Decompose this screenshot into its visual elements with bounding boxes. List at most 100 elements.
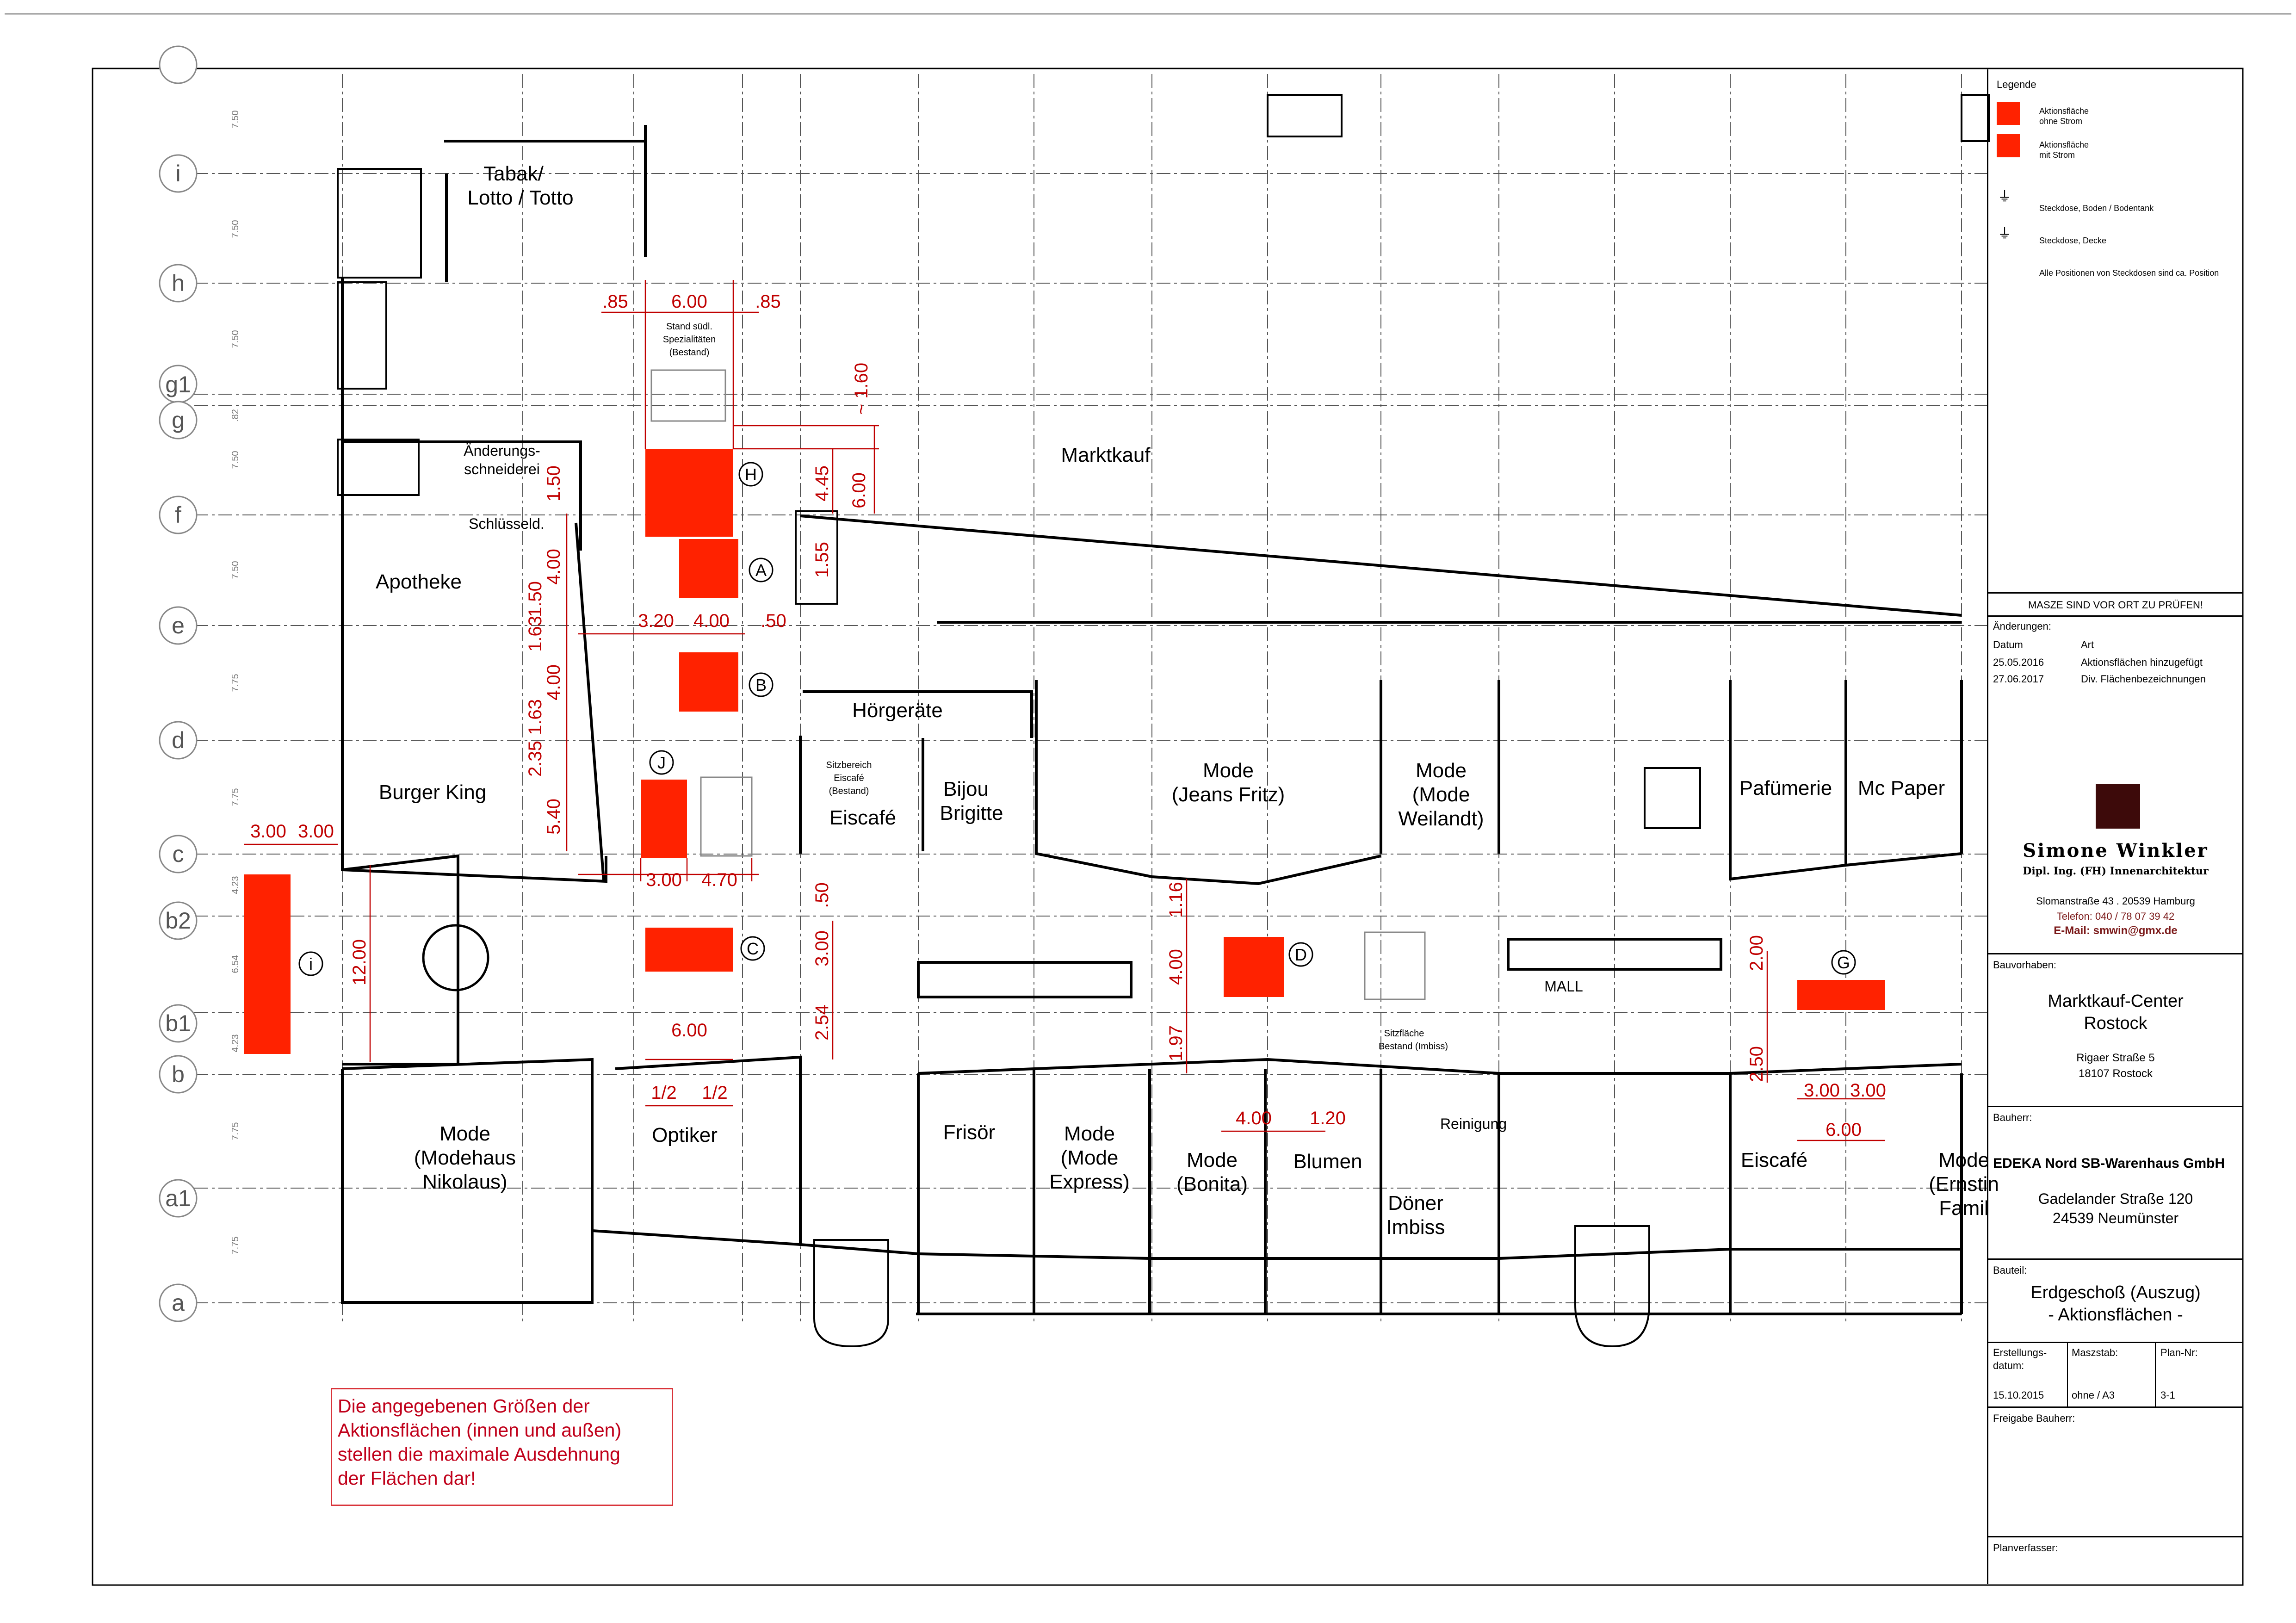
shop-label: Tabak/	[483, 162, 544, 185]
shop-label: (Bonita)	[1176, 1173, 1248, 1196]
action-areas	[244, 449, 1885, 1054]
project-name: Marktkauf-Center	[2048, 991, 2184, 1011]
client-label: Bauherr:	[1993, 1112, 2032, 1123]
legend-text: ohne Strom	[2039, 117, 2083, 126]
change-type: Aktionsflächen hinzugefügt	[2081, 657, 2203, 668]
area-marker-label: H	[745, 465, 757, 484]
planner-label: Planverfasser:	[1993, 1542, 2058, 1554]
scale-label: Maszstab:	[2072, 1347, 2118, 1358]
grid-label: h	[172, 270, 185, 296]
annotation: (Bestand)	[829, 786, 869, 796]
legend-swatch	[1997, 102, 2020, 125]
shop-label: Mode	[1938, 1149, 1989, 1171]
existing-stand	[700, 776, 753, 857]
dimension-label: 1.63	[525, 699, 545, 735]
shop-label: Schlüsseld.	[469, 515, 545, 532]
architect-address: Slomanstraße 43 . 20539 Hamburg	[2036, 895, 2195, 907]
entrance-door	[422, 924, 489, 991]
existing-stand	[650, 369, 726, 422]
area-marker-label: A	[755, 561, 767, 580]
area-markers	[298, 462, 1856, 976]
action-area-g	[1797, 980, 1885, 1010]
grid-spacing: 7.75	[230, 1237, 241, 1255]
release-label: Freigabe Bauherr:	[1993, 1412, 2075, 1424]
grid-label: i	[175, 161, 180, 186]
shop-label: Nikolaus)	[422, 1171, 507, 1193]
shop-label: Imbiss	[1386, 1216, 1445, 1239]
grid-labels	[159, 45, 198, 1322]
architect-name: Simone Winkler	[2023, 840, 2209, 861]
dimension-label: 3.00	[1804, 1080, 1840, 1101]
project-name: Rostock	[2084, 1014, 2147, 1033]
grid-label: b2	[165, 908, 191, 934]
note-line: stellen die maximale Ausdehnung	[338, 1443, 620, 1465]
shop-label: Lotto / Totto	[467, 186, 573, 209]
annotation: Sitzfläche	[1384, 1028, 1424, 1039]
dimension-label: 2.50	[1746, 1046, 1767, 1082]
note-line: Aktionsflächen (innen und außen)	[338, 1419, 622, 1441]
shop-label: Hörgeräte	[852, 699, 943, 722]
note-line: der Flächen dar!	[338, 1468, 476, 1489]
dimension-label: 4.70	[701, 870, 737, 890]
grid-spacing: 4.23	[230, 876, 241, 894]
part: Bauteil: Erdgeschoß (Auszug) - Aktionsfl…	[1988, 1258, 2243, 1342]
shop-label: Express)	[1049, 1171, 1130, 1193]
annotation: Sitzbereich	[826, 760, 872, 770]
dimension-label: 1/2	[702, 1083, 728, 1103]
dimension-lines	[244, 280, 1885, 1141]
shop-label: Eiscafé	[1741, 1149, 1807, 1171]
dimension-label: 4.00	[1236, 1108, 1272, 1128]
architect-title: Dipl. Ing. (FH) Innenarchitektur	[2023, 865, 2209, 877]
grid-spacing: 7.75	[230, 674, 241, 692]
dimension-label: 4.45	[812, 465, 832, 502]
changes-head-date: Datum	[1993, 639, 2023, 650]
shop-label: Mode	[1064, 1122, 1115, 1145]
grid-spacing: 7.50	[230, 111, 241, 129]
dimension-label: 2.35	[525, 741, 545, 777]
architect-phone: Telefon: 040 / 78 07 39 42	[2056, 911, 2175, 922]
shop-label: (Modehaus	[414, 1146, 516, 1169]
shop-label: Mode	[439, 1122, 490, 1145]
shop-label: Mc Paper	[1858, 777, 1945, 799]
planno-label: Plan-Nr:	[2160, 1347, 2198, 1358]
grid-spacing: 7.75	[230, 788, 241, 806]
dimension-label: 5.40	[544, 799, 564, 835]
architect-logo	[2096, 784, 2140, 829]
shop-label: (Mode	[1061, 1146, 1119, 1169]
existing-stand	[1364, 931, 1426, 1000]
shop-label: Änderungs-	[464, 442, 540, 459]
escalator	[1507, 938, 1722, 971]
area-marker-label: J	[657, 753, 666, 772]
grid-spacing: 7.75	[230, 1122, 241, 1140]
grid-spacing: 7.50	[230, 220, 241, 238]
architect: Simone Winkler Dipl. Ing. (FH) Innenarch…	[1988, 740, 2243, 953]
legend-text: Aktionsfläche	[2039, 140, 2089, 149]
client-address: Gadelander Straße 120	[2038, 1190, 2193, 1207]
shop-label: Marktkauf	[1061, 444, 1151, 466]
building-walls	[341, 125, 1963, 1315]
legend-text: Alle Positionen von Steckdosen sind ca. …	[2039, 268, 2219, 278]
area-marker-label: B	[755, 675, 767, 694]
project: Bauvorhaben: Marktkauf-Center Rostock Ri…	[1988, 953, 2243, 1106]
shop-label: schneiderei	[464, 461, 540, 477]
dimension-label: 1.55	[812, 542, 832, 578]
shop-label: (Jeans Fritz)	[1172, 783, 1285, 806]
action-area-j	[641, 780, 687, 858]
dimension-label: 1.50	[544, 465, 564, 502]
grid-spacing: 4.23	[230, 1035, 241, 1053]
check-text: MASZE SIND VOR ORT ZU PRÜFEN!	[2028, 599, 2203, 611]
action-area-b	[679, 652, 738, 712]
dimension-label: 6.00	[1826, 1120, 1862, 1140]
dimension-label: 1.16	[1166, 882, 1186, 918]
dimension-label: 2.00	[1746, 935, 1767, 971]
grid-label: a1	[165, 1185, 191, 1211]
dimension-label: 1/2	[651, 1083, 677, 1103]
title-block: Legende Aktionsfläche ohne Strom Aktions…	[1987, 69, 2243, 1584]
dimension-label: 1.97	[1166, 1025, 1186, 1061]
grid-label: g	[172, 407, 185, 433]
legend: Legende Aktionsfläche ohne Strom Aktions…	[1988, 74, 2243, 592]
shop-label: Frisör	[943, 1121, 995, 1144]
legend-text: Aktionsfläche	[2039, 106, 2089, 116]
area-marker-label: G	[1837, 953, 1850, 972]
